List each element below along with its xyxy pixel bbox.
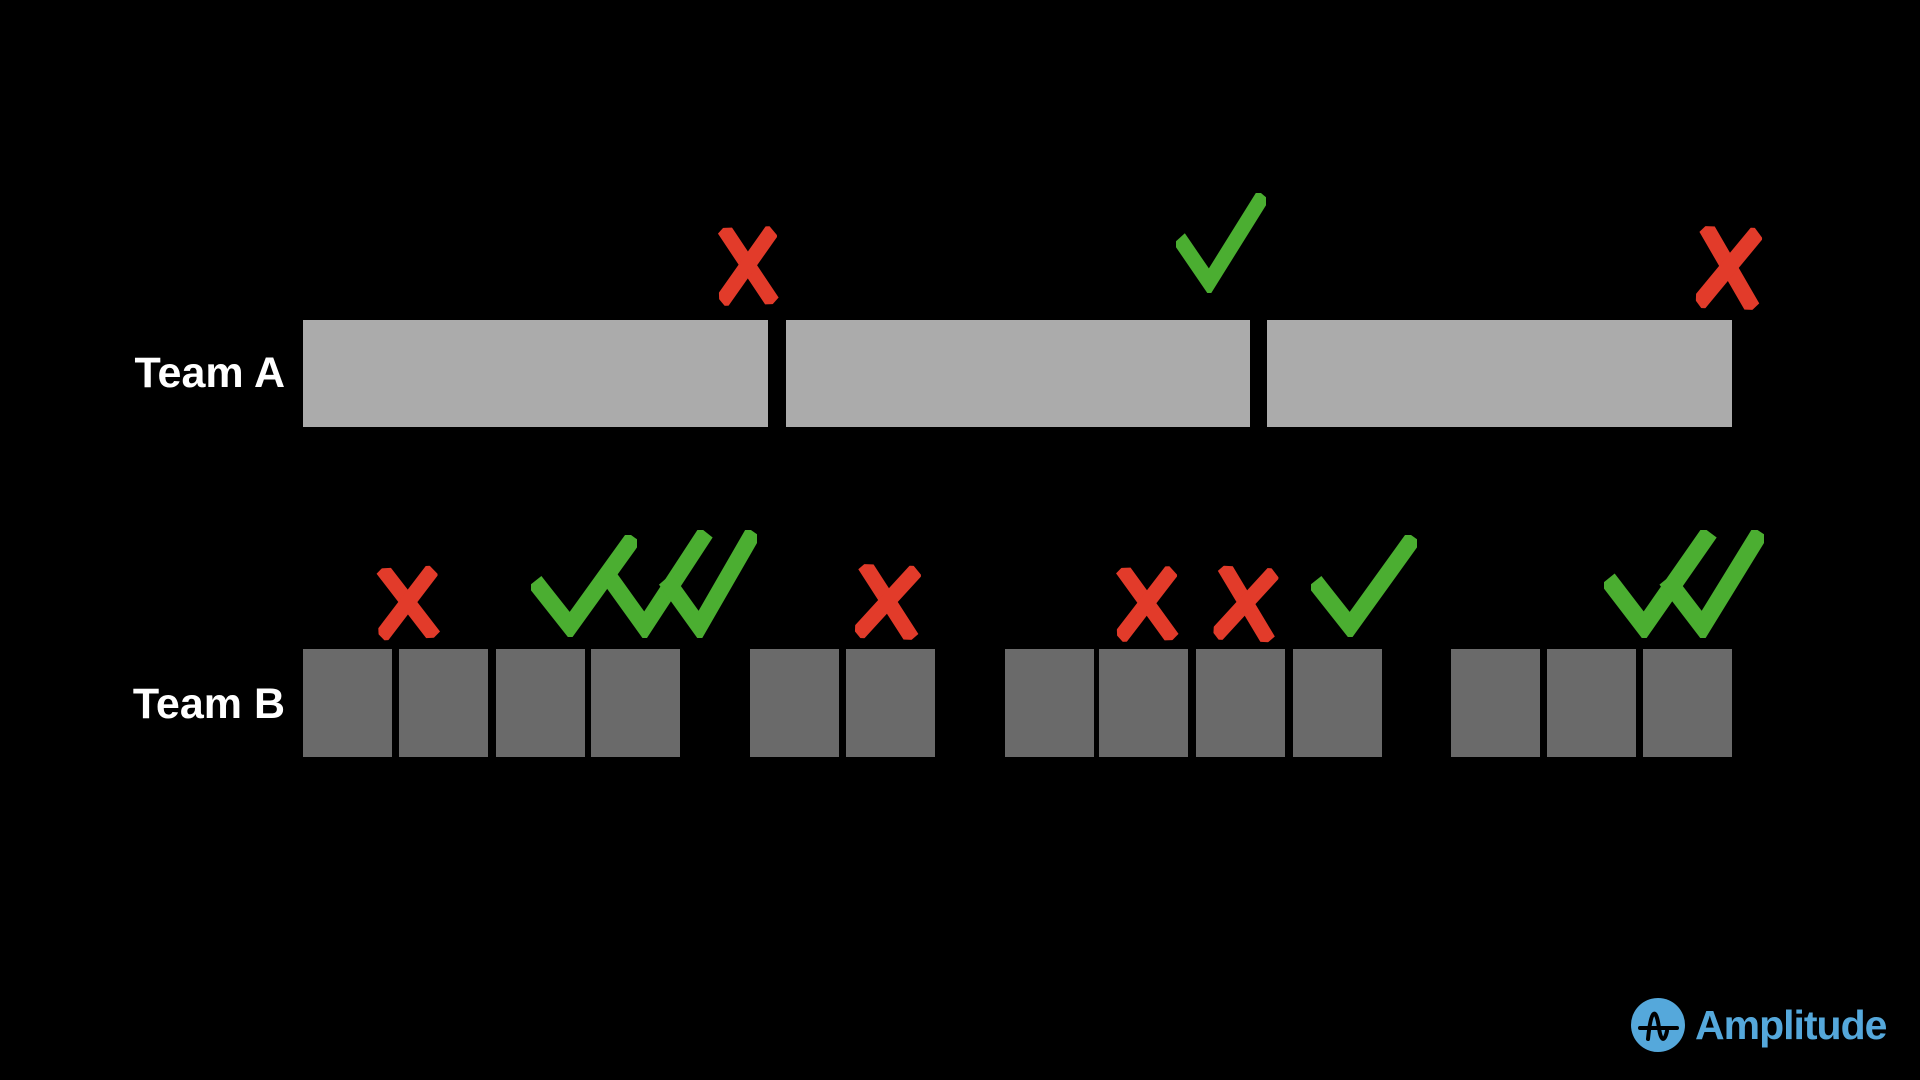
- team-a-label: Team A: [134, 349, 285, 397]
- team-b-segment: [1293, 649, 1382, 757]
- team-b-segment: [1196, 649, 1285, 757]
- double-check-mark-icon: [1604, 530, 1764, 638]
- team-b-segment: [591, 649, 680, 757]
- team-b-segment: [496, 649, 585, 757]
- amplitude-logo: Amplitude: [1631, 998, 1887, 1052]
- team-a-segment: [786, 320, 1250, 427]
- check-mark-icon: [1311, 535, 1417, 637]
- team-b-segment: [846, 649, 935, 757]
- team-b-segment: [1643, 649, 1732, 757]
- check-mark-icon: [531, 535, 637, 637]
- x-mark-icon: [716, 225, 780, 307]
- check-mark-icon: [1176, 193, 1266, 293]
- amplitude-wordmark: Amplitude: [1695, 1001, 1887, 1048]
- team-b-segment: [1099, 649, 1188, 757]
- team-a-segment: [1267, 320, 1732, 427]
- team-b-label: Team B: [132, 680, 285, 728]
- x-mark-icon: [1695, 225, 1763, 311]
- x-mark-icon: [1213, 565, 1279, 643]
- team-a-segment: [303, 320, 768, 427]
- team-b-segment: [750, 649, 839, 757]
- team-b-segment: [1547, 649, 1636, 757]
- team-b-segment: [399, 649, 488, 757]
- x-mark-icon: [1114, 565, 1180, 643]
- x-mark-icon: [375, 565, 441, 641]
- amplitude-logo-icon: [1631, 998, 1685, 1052]
- team-b-segment: [303, 649, 392, 757]
- x-mark-icon: [854, 563, 922, 641]
- team-b-segment: [1005, 649, 1094, 757]
- double-check-mark-icon: [607, 530, 757, 638]
- team-b-segment: [1451, 649, 1540, 757]
